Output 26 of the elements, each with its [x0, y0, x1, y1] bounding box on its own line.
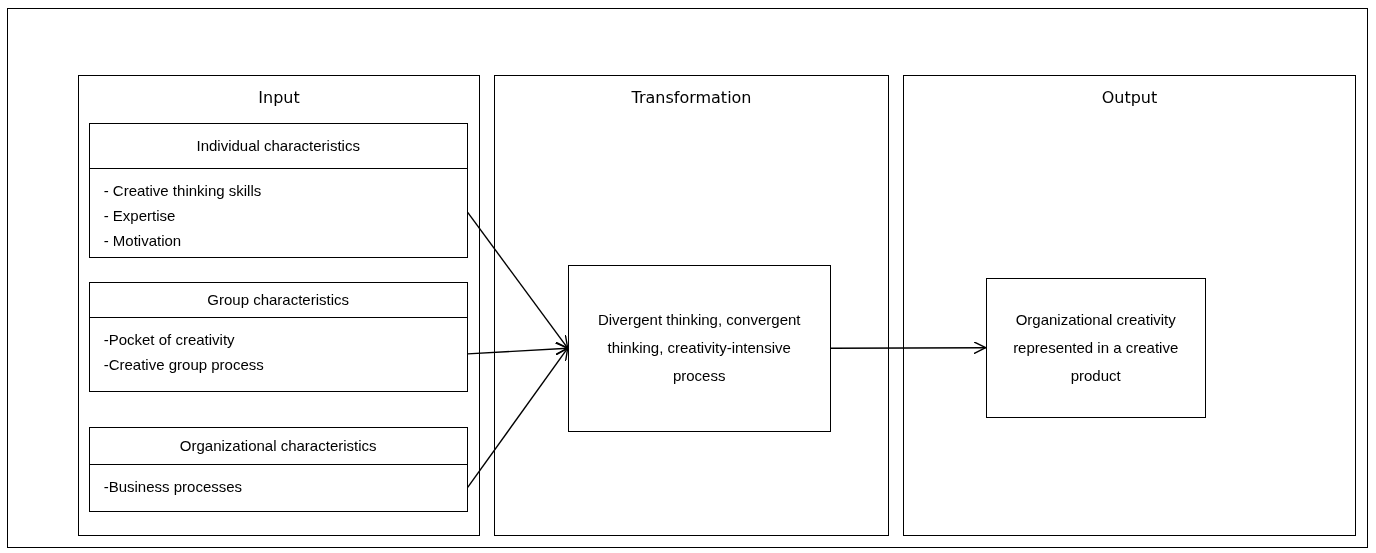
list-item: -Business processes: [103, 476, 243, 497]
arrow: [830, 341, 987, 355]
box-heading: Group characteristics: [207, 291, 350, 309]
panel-title: Output: [1100, 88, 1159, 107]
characteristics-box: [88, 281, 468, 392]
panel-title: Input: [257, 88, 301, 107]
box-heading: Organizational characteristics: [179, 437, 377, 455]
box-text: Organizational creativity represented in a creative product: [1012, 309, 1180, 386]
arrow: [467, 342, 569, 356]
box-heading: Individual characteristics: [196, 137, 360, 155]
arrow: [467, 211, 569, 349]
stage-panel: [78, 75, 480, 536]
list-item: -Pocket of creativity: [103, 329, 235, 350]
list-item: - Creative thinking skills: [103, 180, 262, 201]
box-text: Divergent thinking, convergent thinking, creativity-intensive process: [596, 310, 802, 387]
stage-panel: [903, 75, 1356, 536]
process-box: [567, 264, 831, 432]
stage-panel: [494, 75, 889, 536]
arrow: [467, 347, 569, 489]
process-box: [985, 277, 1206, 418]
characteristics-box: [88, 426, 468, 512]
list-item: -Creative group process: [103, 354, 264, 375]
list-item: - Expertise: [103, 205, 176, 226]
panel-title: Transformation: [630, 88, 753, 107]
characteristics-box: [88, 122, 468, 258]
list-item: - Motivation: [103, 230, 182, 251]
